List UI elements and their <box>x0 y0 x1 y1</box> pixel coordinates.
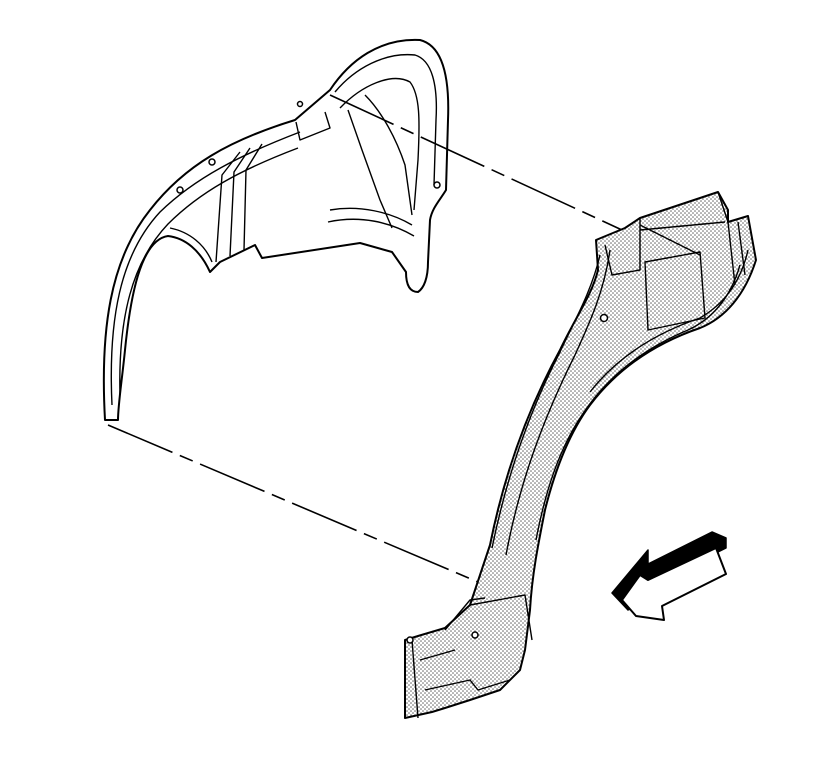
inner-wheelhouse-panel <box>102 38 450 421</box>
outer-wheelhouse-panel <box>404 191 757 719</box>
alignment-line-upper <box>329 94 623 231</box>
alignment-line-lower <box>107 424 479 583</box>
alignment-lines <box>107 94 623 583</box>
view-direction-arrow-icon <box>611 531 727 621</box>
